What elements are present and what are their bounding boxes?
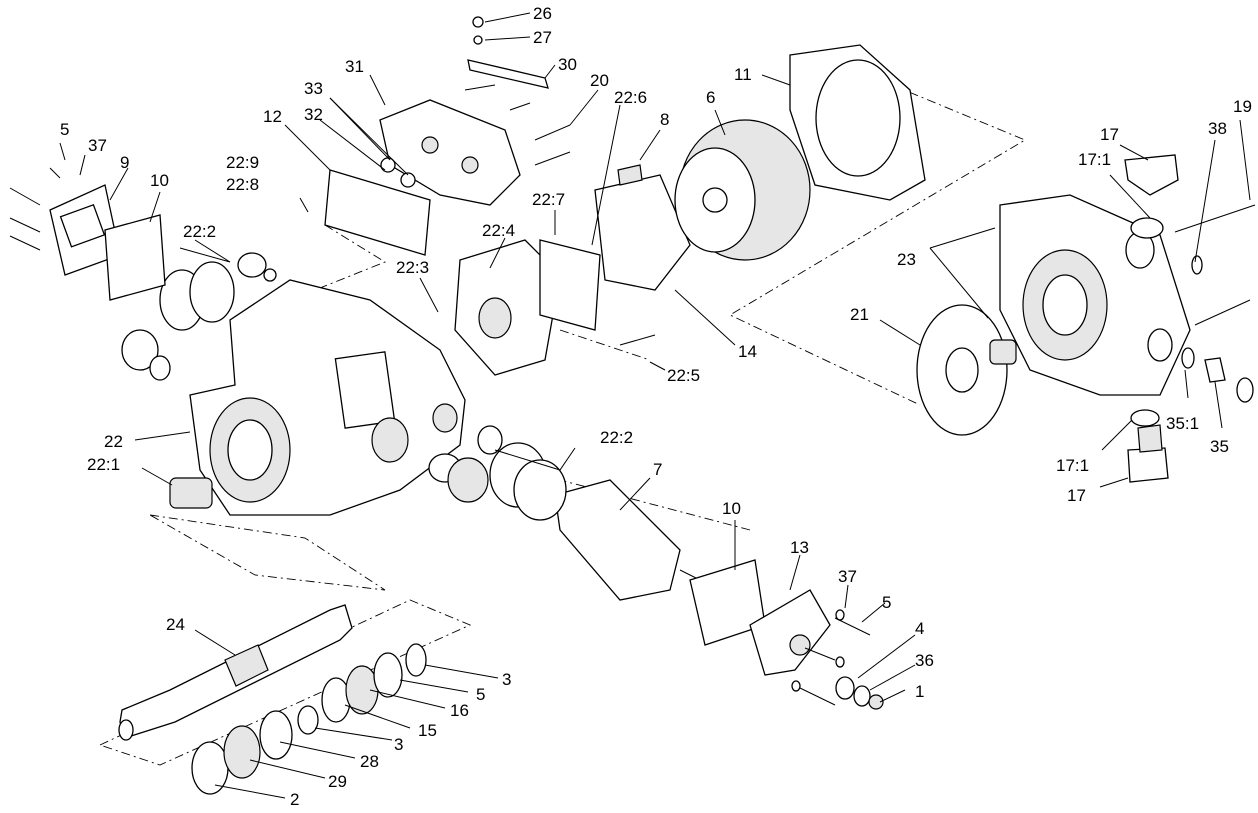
servo-piston [428,425,701,601]
relief-valves [1124,154,1256,483]
label-22-2-left: 22:2 [183,222,216,241]
label-17-bottom: 17 [1067,486,1086,505]
label-5-shaft: 5 [476,685,485,704]
label-26: 26 [533,4,552,23]
label-21: 21 [850,305,869,324]
label-19: 19 [1233,97,1252,116]
label-36: 36 [915,651,934,670]
label-29: 29 [328,772,347,791]
label-22-1: 22:1 [87,455,120,474]
label-5-top: 5 [60,120,69,139]
label-14: 14 [738,342,757,361]
label-13: 13 [790,538,809,557]
label-22-3: 22:3 [396,258,429,277]
label-2: 2 [290,790,299,809]
label-22-6: 22:6 [614,88,647,107]
label-8: 8 [660,110,669,129]
label-22-5: 22:5 [667,366,700,385]
label-35: 35 [1210,437,1229,456]
label-33: 33 [304,79,323,98]
pump-housing [189,279,466,516]
label-37-top: 37 [88,136,107,155]
swashplate-parts [454,164,691,376]
cylinder-block [674,119,811,261]
label-31: 31 [345,57,364,76]
label-22-9: 22:9 [226,153,259,172]
label-12: 12 [263,107,282,126]
label-17-top: 17 [1100,125,1119,144]
label-22-4: 22:4 [482,221,515,240]
shaft-rings [191,643,427,795]
rear-housing [989,194,1191,396]
label-10-left: 10 [150,171,169,190]
label-15: 15 [418,721,437,740]
label-6: 6 [706,88,715,107]
port-plate [916,304,1008,436]
label-22-7: 22:7 [532,190,565,209]
label-3-top: 3 [502,670,511,689]
label-23: 23 [897,250,916,269]
label-22: 22 [104,432,123,451]
servo-cover [689,559,884,710]
label-20: 20 [590,71,609,90]
control-valve [324,16,571,256]
label-10-right: 10 [722,499,741,518]
label-30: 30 [558,55,577,74]
label-22-2-right: 22:2 [600,428,633,447]
label-35-1: 35:1 [1166,414,1199,433]
housing-seals [121,252,277,509]
end-cover-and-gasket [9,167,166,301]
label-32: 32 [304,105,323,124]
label-27: 27 [533,28,552,47]
label-17-1-bottom: 17:1 [1056,456,1089,475]
label-3-bottom: 3 [394,735,403,754]
label-16: 16 [450,701,469,720]
label-22-8: 22:8 [226,175,259,194]
leader-lines [59,12,1251,799]
callout-labels: 26 27 30 31 33 32 20 22:6 8 6 11 12 22:9… [60,4,1252,809]
label-1: 1 [915,682,924,701]
label-9: 9 [120,153,129,172]
label-11: 11 [734,65,752,84]
flange-gasket [789,44,926,201]
label-38: 38 [1208,119,1227,138]
label-17-1-top: 17:1 [1078,150,1111,169]
label-24: 24 [166,615,185,634]
label-4: 4 [915,619,924,638]
label-37-bottom: 37 [838,567,857,586]
label-5-bottom: 5 [882,593,891,612]
drive-shaft [118,604,353,741]
label-28: 28 [360,752,379,771]
label-7: 7 [653,460,662,479]
